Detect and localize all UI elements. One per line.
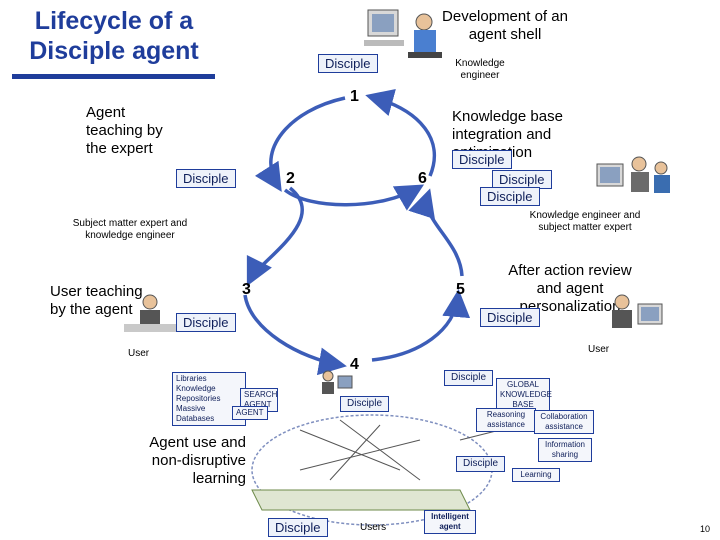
arrow-2-to-3 [246,186,304,287]
after-action-label: After action review and agent personaliz… [508,262,632,315]
arrow-4-to-5 [371,289,471,362]
link-line [299,429,401,471]
development-label: Development of an agent shell [442,8,568,43]
step-5: 5 [456,281,465,298]
agent-box: AGENT [232,406,268,420]
disciple-tag: Disciple [492,170,552,189]
step-4: 4 [350,356,359,373]
sme-ke-caption: Subject matter expert and knowledge engi… [72,218,188,241]
page-title: Lifecycle of a Disciple agent [29,7,199,65]
disciple-tag: Disciple [444,370,494,386]
user-teaching-label: User teaching by the agent [50,283,143,318]
link-line [299,439,421,471]
disciple-tag: Disciple [176,313,236,332]
collaboration-box: Collaboration assistance [534,410,594,434]
disciple-tag: Disciple [480,187,540,206]
developer-person-icon [364,9,442,58]
expert-person-icon [596,156,670,193]
disciple-tag: Disciple [268,518,328,537]
disciple-tag: Disciple [176,169,236,188]
user-person-icon [322,370,353,394]
user-caption-left: User [128,348,150,359]
title-underline [12,74,215,79]
platform-plane [251,489,471,511]
reasoning-box: Reasoning assistance [476,408,536,432]
learning-box: Learning [512,468,560,482]
arrow-2-to-6 [283,184,425,211]
user-person-icon [124,294,176,332]
link-line [329,424,381,481]
ke-sme-caption: Knowledge engineer and subject matter ex… [529,210,641,233]
disciple-tag: Disciple [480,308,540,327]
page-number: 10 [699,524,710,534]
disciple-tag: Disciple [452,150,512,169]
user-person-icon [612,294,663,328]
arrow-6-to-1 [365,88,436,177]
step-3: 3 [242,281,251,298]
user-caption-right: User [588,344,610,355]
step-1: 1 [350,88,359,105]
users-caption: Users [360,522,387,533]
mdb-label: Massive Databases [176,404,215,423]
intelligent-agent-box: Intelligent agent [424,510,476,534]
agent-use-label: Agent use and non-disruptive learning [149,434,246,487]
arrow-5-to-6 [408,188,464,277]
disciple-tag: Disciple [318,54,378,73]
arrow-3-to-4 [243,294,347,376]
disciple-tag: Disciple [340,396,390,412]
disciple-tag: Disciple [456,456,506,472]
libraries-label: Libraries [176,374,207,383]
knowledge-engineer-label: Knowledge engineer [455,58,505,81]
teaching-expert-label: Agent teaching by the expert [86,104,163,157]
kr-label: Knowledge Repositories [176,384,221,403]
information-box: Information sharing [538,438,592,462]
global-kb-box: GLOBAL KNOWLEDGE BASE [496,378,552,412]
step-2: 2 [286,170,295,187]
step-6: 6 [418,170,427,187]
arrow-1-to-2 [254,96,346,192]
